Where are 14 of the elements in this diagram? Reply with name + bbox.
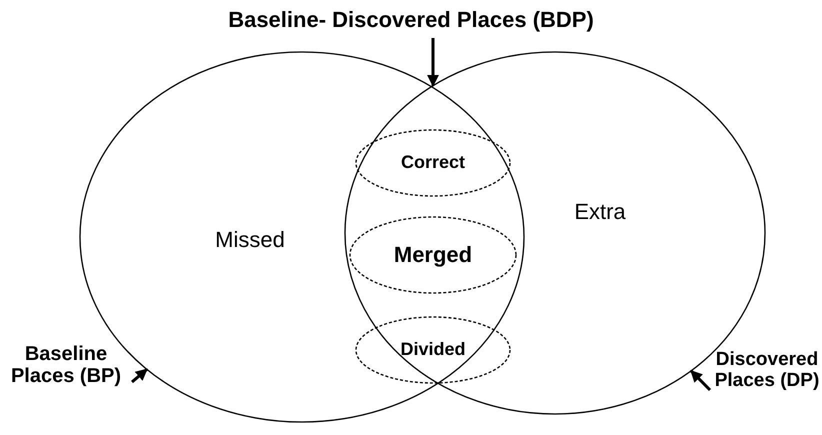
set-label: Discovered Places (DP)	[714, 350, 820, 392]
region-label: Divided	[400, 340, 466, 360]
arrow	[427, 38, 439, 87]
region-label: Missed	[215, 228, 285, 252]
region-label: Merged	[394, 242, 472, 268]
region-label: Correct	[400, 153, 466, 173]
region-label: Extra	[574, 200, 626, 224]
heading-label: Baseline- Discovered Places (BDP)	[228, 8, 594, 32]
set-label: Baseline Places (BP)	[10, 343, 122, 387]
dashed-ellipse	[356, 130, 510, 196]
dashed-ellipse	[356, 317, 510, 383]
arrow	[690, 370, 712, 392]
dashed-ellipse	[350, 217, 516, 293]
arrow	[131, 368, 148, 384]
